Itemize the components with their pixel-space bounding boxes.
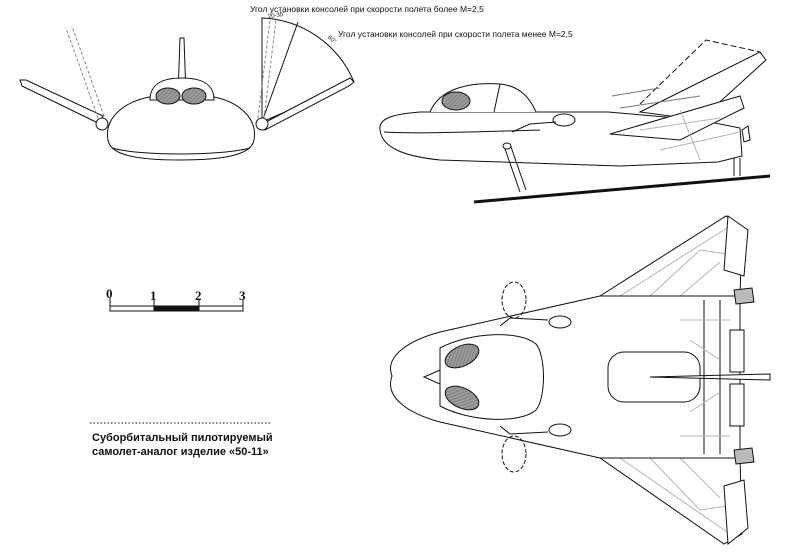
top-view: [390, 215, 771, 545]
front-window-right: [181, 87, 207, 105]
scale-segment-1: [109, 305, 155, 312]
scale-label-2: 2: [195, 288, 202, 303]
top-nozzles-lower: [733, 447, 755, 465]
nose-gear: [503, 143, 527, 193]
top-pod-lower: [548, 423, 572, 437]
top-winglet-lower: [723, 479, 749, 545]
side-view: [379, 39, 771, 204]
scale-label-0: 0: [106, 286, 113, 301]
left-wing-panel: [19, 79, 104, 125]
right-wing-raised-dashed: [257, 19, 277, 119]
top-window-upper: [444, 343, 480, 369]
scale-segment-2: [153, 305, 200, 312]
top-winglet-upper: [723, 215, 749, 277]
side-fin-dashed: [639, 39, 761, 105]
top-nozzles-upper: [733, 287, 755, 305]
scale-bar: [109, 298, 244, 312]
scale-segment-3: [198, 305, 244, 312]
right-hinge-pod: [255, 117, 269, 131]
front-view: [19, 17, 355, 161]
front-window-left: [155, 87, 181, 105]
top-wing-upper: [598, 215, 743, 299]
annotation-below-mach: Угол установки консолей при скорости пол…: [338, 29, 573, 39]
ground-line: [473, 174, 771, 204]
wing-angle-sector: [261, 17, 355, 123]
left-wing-raised-dashed: [65, 25, 105, 119]
top-gear-dashed-lower: [501, 435, 527, 473]
side-pod: [552, 113, 576, 127]
caption-line-2: самолет-аналог изделие «50-11»: [92, 446, 269, 458]
side-window: [441, 91, 471, 111]
scale-label-1: 1: [150, 288, 157, 303]
caption: Суборбитальный пилотируемый самолет-анал…: [92, 431, 273, 459]
top-gear-dashed-upper: [501, 281, 527, 319]
scale-label-3: 3: [239, 288, 246, 303]
top-canopy: [439, 334, 544, 420]
left-hinge-pod: [95, 117, 109, 131]
top-wing-lower: [598, 457, 743, 545]
main-gear: [733, 158, 741, 176]
top-window-lower: [444, 385, 480, 411]
top-tail-spike: [649, 373, 771, 381]
top-pod-upper: [548, 315, 572, 329]
front-fuselage: [107, 95, 255, 161]
caption-line-1: Суборбитальный пилотируемый: [92, 432, 273, 444]
annotation-above-mach: Угол установки консолей при скорости пол…: [250, 4, 484, 14]
